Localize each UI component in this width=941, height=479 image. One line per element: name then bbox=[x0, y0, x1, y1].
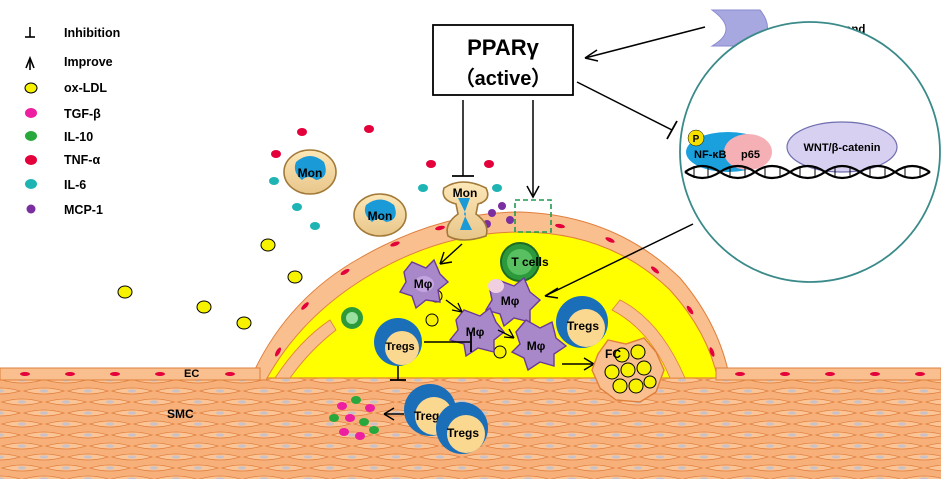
dna-helix-icon bbox=[684, 164, 931, 180]
t-cells: T cells bbox=[500, 242, 549, 282]
phospho-icon bbox=[687, 129, 705, 147]
tregs-4: Tregs bbox=[436, 402, 488, 454]
ec-label: EC bbox=[184, 368, 199, 380]
il10-icon bbox=[25, 131, 37, 141]
legend-tgf-beta: TGF-β bbox=[64, 107, 101, 121]
wnt-protein-icon bbox=[786, 121, 898, 173]
tnf-alpha-icon bbox=[25, 155, 37, 165]
monocyte-1: Mon bbox=[283, 149, 337, 195]
legend-tnf-alpha: TNF-α bbox=[64, 153, 100, 167]
nfkb-label: NF-κB bbox=[694, 149, 726, 161]
macrophage-3: Mφ bbox=[448, 306, 505, 358]
legend-improve: Improve bbox=[64, 55, 113, 69]
dna-rungs bbox=[693, 166, 921, 178]
ligand-arrow bbox=[584, 26, 706, 59]
improve-icon bbox=[25, 55, 35, 70]
il10-cell bbox=[341, 307, 363, 329]
ppar-box: PPARγ （active） bbox=[432, 24, 574, 96]
mcp1-icon bbox=[26, 204, 36, 214]
mphi3-label: Mφ bbox=[466, 325, 485, 339]
mphi4-label: Mφ bbox=[527, 339, 546, 353]
monocyte-2: Mon bbox=[353, 193, 407, 237]
ppar-inhibits-nucleus bbox=[576, 81, 673, 131]
tgf-il10-cluster bbox=[329, 396, 379, 440]
phospho-label: P bbox=[693, 134, 700, 145]
mphi2-label: Mφ bbox=[501, 294, 520, 308]
tcells-label: T cells bbox=[511, 255, 549, 269]
macrophage-4: Mφ bbox=[510, 319, 568, 372]
fc-label: FC bbox=[605, 347, 621, 361]
tregs-2: Tregs bbox=[556, 296, 608, 348]
p65-label: p65 bbox=[741, 149, 760, 161]
tregs2-label: Tregs bbox=[567, 319, 599, 333]
nucleus-to-plaque-arrow bbox=[544, 223, 694, 297]
tregs-1: Tregs bbox=[374, 318, 422, 366]
ppar-title: PPARγ bbox=[467, 35, 539, 60]
tgf-beta-icon bbox=[25, 108, 37, 118]
mphi1-label: Mφ bbox=[414, 277, 433, 291]
ox-ldl-particles bbox=[117, 238, 507, 359]
dashed-highlight-box bbox=[514, 199, 552, 233]
mon1-label: Mon bbox=[298, 166, 323, 180]
smc-label: SMC bbox=[167, 407, 194, 421]
legend: Inhibition Improve ox-LDL TGF-β IL-10 TN… bbox=[24, 26, 120, 217]
monocyte-3-transmigrating: Mon bbox=[442, 181, 489, 241]
foam-cell: FC bbox=[591, 337, 665, 403]
inhibition-icon bbox=[25, 27, 35, 38]
legend-il10: IL-10 bbox=[64, 130, 93, 144]
ppar-subtitle: （active） bbox=[455, 67, 552, 90]
il6-icon bbox=[25, 179, 37, 189]
tregs4-label: Tregs bbox=[447, 426, 479, 440]
macrophage-2: Mφ bbox=[484, 276, 542, 328]
mon3-label: Mon bbox=[453, 186, 478, 200]
wnt-label: WNT/β-catenin bbox=[804, 142, 881, 154]
ec-strip bbox=[0, 367, 941, 381]
legend-mcp1: MCP-1 bbox=[64, 203, 103, 217]
mon2-label: Mon bbox=[368, 209, 393, 223]
macrophage-1: Mφ bbox=[398, 258, 450, 310]
ec-nuclei bbox=[274, 223, 715, 357]
p65-protein-icon bbox=[724, 134, 772, 170]
legend-il6: IL-6 bbox=[64, 178, 86, 192]
legend-inhibition: Inhibition bbox=[64, 26, 120, 40]
nucleus-circle: P NF-κB p65 WNT/β-catenin bbox=[679, 21, 941, 283]
legend-ox-ldl: ox-LDL bbox=[64, 81, 107, 95]
ox-ldl-icon bbox=[24, 82, 38, 94]
tregs1-label: Tregs bbox=[385, 341, 414, 353]
